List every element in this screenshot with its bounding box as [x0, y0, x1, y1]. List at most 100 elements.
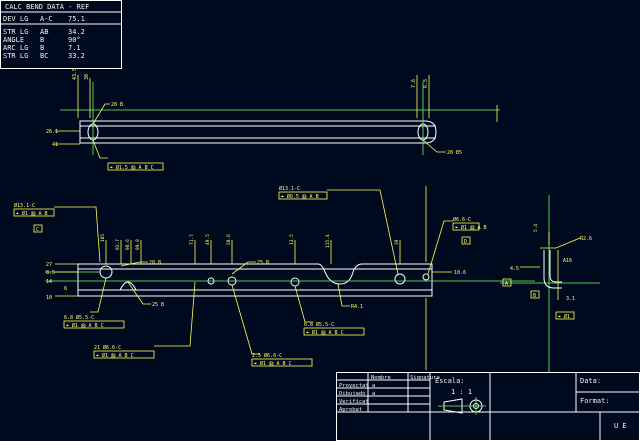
bend-row-ref: AB	[40, 28, 48, 36]
top-view-hole-callout: 20 B5	[447, 150, 462, 156]
bend-row-label: STR LG	[3, 28, 28, 36]
front-view-leader	[154, 281, 196, 347]
side-view-datum-box[interactable]	[502, 278, 512, 287]
bend-row-label: ANGLE	[3, 36, 24, 44]
front-view-dim-text: 115.4	[325, 234, 331, 248]
bend-row-value: 34.2	[68, 28, 85, 36]
bend-table-title: CALC BEND DATA - REF	[5, 3, 89, 11]
front-view-leader	[327, 189, 399, 275]
front-view-leader	[127, 281, 151, 305]
side-view-leader	[540, 237, 581, 249]
side-view-dim-text: A16	[563, 258, 572, 264]
front-view-dim-text: 10.6	[454, 270, 466, 276]
front-view-leader	[294, 285, 313, 323]
front-view-fcf-box[interactable]	[13, 208, 55, 217]
front-view-datum-box[interactable]	[33, 224, 43, 233]
top-view-dim-side: 41	[52, 142, 58, 148]
front-view-dim-text: 8.5	[46, 270, 55, 276]
front-view-leader	[90, 277, 107, 313]
side-view-profile[interactable]	[549, 250, 562, 283]
front-view-callout: Ø13.1-C	[279, 185, 300, 192]
front-view[interactable]: 105 92.7 98.6 99.8 71.7 49.5 28.6 13.5 1…	[13, 185, 535, 370]
title-block-row-label: Dibujado	[339, 391, 366, 397]
side-view-datum-letter: A	[505, 281, 508, 287]
bend-table-header-value: 75.1	[68, 15, 85, 23]
front-view-fcf-box[interactable]	[452, 222, 480, 231]
title-block-scale-label: Escala:	[435, 377, 465, 385]
front-view-fcf-box[interactable]	[278, 191, 328, 200]
top-view[interactable]: 43.5 30 7.6 6.5 20 B 20 B5 26.1 41 ⌖ Ø1.…	[46, 68, 500, 171]
top-view-leader	[422, 139, 446, 153]
front-view-dim-text: 14	[46, 279, 52, 285]
front-view-fcf: ⌖ Ø0.5 Ⓜ A B	[281, 193, 319, 200]
front-view-dim-text: 105	[100, 234, 106, 242]
front-view-datum-letter: C	[36, 227, 39, 233]
top-view-leader	[92, 139, 108, 159]
front-view-hole[interactable]	[290, 277, 300, 287]
bend-row-ref: B	[40, 36, 44, 44]
front-view-callout: 25 B	[152, 302, 164, 308]
front-view-leader	[231, 261, 256, 275]
side-view-datum-box[interactable]	[530, 290, 540, 299]
front-view-fcf-box[interactable]	[93, 350, 155, 359]
bend-table-header-label: DEV LG	[3, 15, 28, 23]
title-block-row-label: Verificat	[339, 399, 369, 405]
front-view-datum-callout: Ø13.1-C	[14, 202, 35, 209]
bend-table-header-ref: A-C	[40, 15, 53, 23]
front-view-dim-text: 28.6	[226, 234, 232, 245]
front-view-hole[interactable]	[394, 273, 406, 285]
bend-table-frame	[0, 0, 122, 69]
top-view-leader	[92, 103, 110, 125]
side-view-dim-text: 3.1	[566, 296, 575, 302]
bend-data-table: CALC BEND DATA - REF DEV LG A-C 75.1 STR…	[0, 0, 122, 69]
front-view-fcf: ⌖ Ø1 Ⓜ A B C	[66, 322, 104, 329]
front-view-leader	[427, 220, 453, 275]
front-view-datum-box[interactable]	[461, 236, 471, 245]
front-view-dim-text: 39	[394, 239, 400, 245]
front-view-callout: 25 B	[257, 260, 269, 266]
front-view-outline[interactable]	[77, 263, 433, 297]
side-view-fcf: ⌖ Ø1	[558, 313, 570, 320]
front-view-fcf-box[interactable]	[251, 358, 313, 367]
front-view-fcf: ⌖ Ø1 Ⓜ A B C	[96, 352, 134, 359]
bend-row-value: 33.2	[68, 52, 85, 60]
front-view-fcf: ⌖ Ø1 Ⓜ A B	[455, 224, 487, 231]
side-view-datum-letter: B	[533, 293, 536, 299]
front-view-leader	[54, 206, 101, 263]
front-view-dim-text: 71.7	[189, 234, 195, 245]
front-view-dim-text: 10	[46, 295, 52, 301]
front-view-hole[interactable]	[99, 265, 113, 279]
top-view-dim-text: 7.6	[411, 79, 417, 88]
title-block-format-label: Format:	[580, 397, 610, 405]
side-view-profile[interactable]	[543, 250, 562, 289]
front-view-callout: 2.5 Ø6.6-C	[252, 352, 282, 359]
front-view-fcf-box[interactable]	[63, 320, 125, 329]
top-view-hole-callout: 20 B	[111, 102, 123, 108]
side-view-dim-text: R2.6	[580, 236, 592, 242]
front-view-datum-fcf: ⌖ Ø1 Ⓜ A B	[16, 210, 48, 217]
bend-row-ref: BC	[40, 52, 48, 60]
top-view-dim-text: 43.5	[72, 68, 78, 80]
bend-row-value: 90°	[68, 36, 81, 44]
front-view-fcf-box[interactable]	[303, 327, 365, 336]
top-view-fcf: ⌖ Ø1.5 Ⓜ A B C	[110, 164, 154, 171]
title-block-col-signature: Signatura	[410, 375, 440, 381]
top-view-fcf-box[interactable]	[107, 162, 164, 171]
front-view-fcf: ⌖ Ø1 Ⓜ A B C	[254, 360, 292, 367]
front-view-callout: R4.1	[351, 304, 363, 310]
front-view-callout: 6.8 Ø5.5-C	[304, 321, 334, 328]
side-view-fcf-box[interactable]	[555, 311, 575, 320]
front-view-dim-text: 98.6	[125, 239, 131, 250]
front-view-fcf: ⌖ Ø1 Ⓜ A B C	[306, 329, 344, 336]
top-view-dim-text: 30	[84, 74, 90, 80]
title-block-corner-text: U E	[614, 422, 627, 430]
title-block-row-value: a	[372, 383, 375, 389]
side-view[interactable]: R2.6 5.4 4.5 A16 A B ⌖ Ø1 3.1	[500, 195, 600, 372]
front-view-leader	[120, 261, 148, 267]
front-view-cutout[interactable]	[119, 281, 137, 291]
front-view-hole[interactable]	[422, 273, 430, 281]
top-view-outline[interactable]	[79, 120, 437, 144]
front-view-callout: 20 B	[149, 260, 161, 266]
front-view-callout: Ø6.6-C	[453, 216, 471, 223]
